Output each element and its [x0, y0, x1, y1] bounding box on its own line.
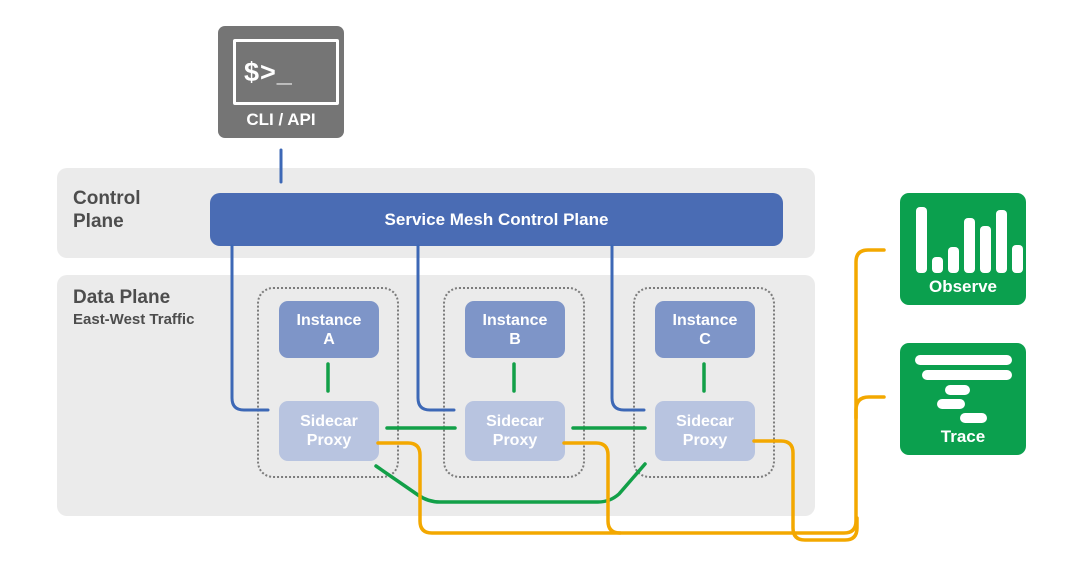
- sidecar-proxy-c-line1: Sidecar: [676, 413, 734, 430]
- bar: [964, 218, 975, 273]
- sidecar-proxy-c-box: Sidecar Proxy: [655, 401, 755, 461]
- instance-a-name: Instance: [296, 311, 362, 329]
- instance-c-name: Instance: [672, 311, 738, 329]
- sidecar-proxy-a-line2: Proxy: [306, 432, 352, 449]
- trace-span-bar: [922, 370, 1012, 380]
- sidecar-proxy-a-line1: Sidecar: [300, 413, 358, 430]
- terminal-icon: $>_: [233, 39, 339, 105]
- instance-c-box: Instance C: [655, 301, 755, 358]
- service-mesh-control-plane-bar: Service Mesh Control Plane: [210, 193, 783, 246]
- cli-api-box: $>_ CLI / API: [218, 26, 344, 138]
- bar: [932, 257, 943, 273]
- trace-box: Trace: [900, 343, 1026, 455]
- instance-a-id: A: [323, 330, 335, 348]
- data-plane-label: Data Plane East-West Traffic: [73, 286, 194, 331]
- sidecar-proxy-b-line1: Sidecar: [486, 413, 544, 430]
- telemetry-to-trace-line: [854, 395, 886, 420]
- instance-b-id: B: [509, 330, 521, 348]
- observe-label: Observe: [928, 277, 998, 296]
- service-group-a: Instance A Sidecar Proxy: [257, 287, 399, 478]
- instance-a-box: Instance A: [279, 301, 379, 358]
- trace-span-bar: [915, 355, 1012, 365]
- control-plane-label-line1: Control: [73, 188, 141, 209]
- sidecar-proxy-b-line2: Proxy: [492, 432, 538, 449]
- service-group-c: Instance C Sidecar Proxy: [633, 287, 775, 478]
- control-plane-label: Control Plane: [73, 187, 141, 233]
- service-group-b: Instance B Sidecar Proxy: [443, 287, 585, 478]
- bar: [996, 210, 1007, 273]
- trace-span-bar: [937, 399, 965, 409]
- data-plane-title: Data Plane: [73, 287, 171, 308]
- data-plane-subtitle: East-West Traffic: [73, 311, 195, 328]
- observe-box: Observe: [900, 193, 1026, 305]
- bar-chart-icon: [916, 207, 1023, 273]
- trace-label: Trace: [940, 427, 986, 446]
- cli-api-label: CLI / API: [246, 110, 316, 129]
- bar: [916, 207, 927, 273]
- sidecar-proxy-a-box: Sidecar Proxy: [279, 401, 379, 461]
- bar: [980, 226, 991, 273]
- terminal-prompt-text: $>_: [244, 56, 293, 87]
- trace-span-bar: [960, 413, 987, 423]
- instance-b-box: Instance B: [465, 301, 565, 358]
- trace-span-bar: [945, 385, 970, 395]
- sidecar-proxy-b-box: Sidecar Proxy: [465, 401, 565, 461]
- instance-b-name: Instance: [482, 311, 548, 329]
- bar: [1012, 245, 1023, 273]
- trace-spans-icon: [900, 343, 1026, 455]
- bar: [948, 247, 959, 273]
- sidecar-proxy-c-line2: Proxy: [682, 432, 728, 449]
- instance-c-id: C: [699, 330, 711, 348]
- control-plane-label-line2: Plane: [73, 211, 124, 232]
